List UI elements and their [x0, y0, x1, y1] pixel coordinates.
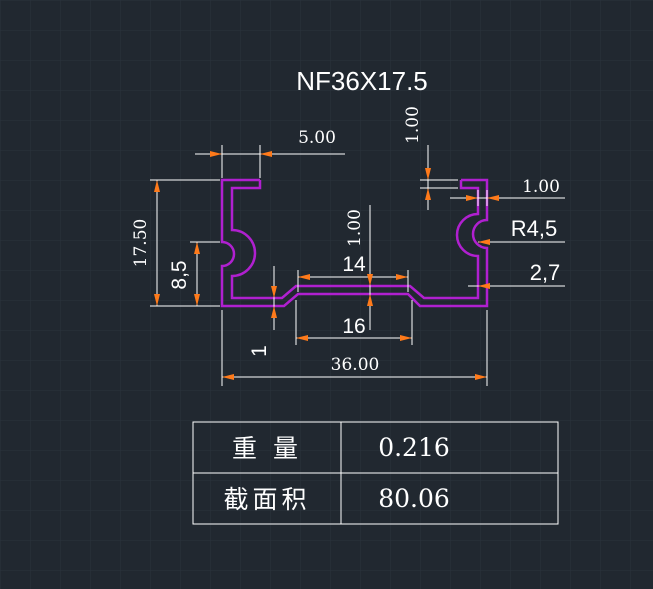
dim-total-width: 36.00: [331, 355, 380, 375]
table-label-weight: 重 量: [232, 434, 302, 463]
drawing-title: NF36X17.5: [296, 66, 428, 96]
dim-right-offset: 2,7: [530, 260, 561, 285]
dim-right-lip-thickness: 1.00: [522, 177, 560, 197]
dim-center-thickness: 1.00: [345, 209, 365, 247]
dimension-arrows: [154, 151, 499, 380]
table-value-weight: 0.216: [378, 433, 450, 462]
profile-outline: [220, 178, 489, 308]
dim-total-height: 17.50: [131, 219, 151, 268]
dim-bottom-thickness: 1: [248, 345, 271, 357]
dim-top-opening: 14: [342, 253, 366, 276]
table-value-area: 80.06: [378, 484, 450, 513]
table-label-area: 截面积: [223, 485, 310, 514]
dim-radius: R4,5: [511, 216, 557, 241]
dim-top-left-width: 5.00: [298, 128, 336, 148]
dim-bottom-flat: 16: [342, 315, 365, 338]
properties-table: [192, 421, 559, 525]
dim-groove-height: 8,5: [168, 260, 191, 289]
dim-top-lip-thickness: 1.00: [403, 106, 423, 144]
